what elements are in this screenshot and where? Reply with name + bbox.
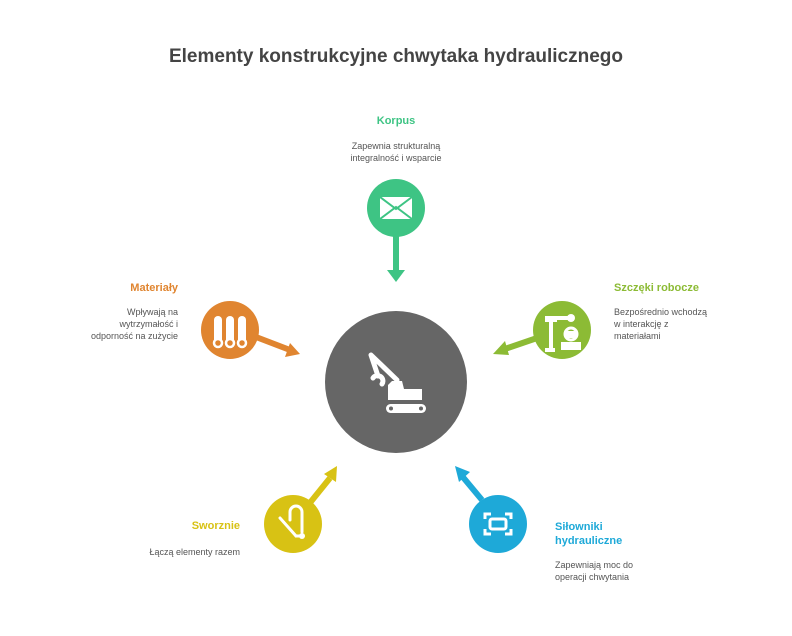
korpus-description-line: integralność i wsparcie — [350, 153, 442, 163]
szczeki-description-line: Bezpośrednio wchodzą — [614, 307, 708, 317]
materialy-description-line: odporność na zużycie — [90, 331, 178, 341]
szczeki-description: Bezpośrednio wchodzą w interakcję z mate… — [614, 306, 754, 342]
diagram-title: Elementy konstrukcyjne chwytaka hydrauli… — [168, 46, 624, 67]
robot-arm-icon — [545, 314, 581, 352]
szczeki-circle — [533, 301, 591, 359]
szczeki-description-line: materiałami — [614, 331, 661, 341]
silowniki-arrowhead — [455, 466, 470, 482]
silowniki-label-line: hydrauliczne — [555, 535, 623, 547]
szczeki-arrow-line — [501, 334, 541, 353]
node-sworznie — [264, 466, 337, 553]
materialy-arrow-line — [254, 334, 292, 353]
sworznie-description: Łączą elementy razem — [80, 546, 240, 558]
korpus-description-line: Zapewnia strukturalną — [351, 141, 441, 151]
sworznie-arrowhead — [324, 466, 337, 482]
sworznie-description-line: Łączą elementy razem — [149, 547, 240, 557]
sworznie-circle — [264, 495, 322, 553]
safety-pin-icon — [278, 504, 305, 539]
node-korpus — [367, 179, 425, 282]
node-materialy — [201, 301, 300, 359]
silowniki-label: Siłowniki hydrauliczne — [555, 520, 622, 548]
sworznie-label: Sworznie — [191, 520, 240, 532]
korpus-label: Korpus — [376, 115, 416, 127]
envelope-icon — [379, 196, 413, 220]
silowniki-description-line: operacji chwytania — [555, 572, 630, 582]
node-silowniki — [455, 466, 527, 553]
silowniki-description: Zapewniają moc do operacji chwytania — [555, 559, 695, 583]
silowniki-label-line: Siłowniki — [555, 521, 603, 533]
sworznie-arrow-line — [306, 476, 333, 506]
szczeki-description-line: w interakcję z — [614, 319, 669, 329]
materialy-description-line: wytrzymałość i — [119, 319, 178, 329]
silowniki-circle — [469, 495, 527, 553]
materialy-arrowhead — [285, 343, 300, 357]
korpus-description: Zapewnia strukturalną integralność i wsp… — [296, 140, 496, 164]
frame-icon — [483, 512, 513, 536]
korpus-arrowhead — [387, 270, 405, 282]
silowniki-arrow-line — [459, 474, 485, 502]
silowniki-description-line: Zapewniają moc do — [555, 560, 634, 570]
szczeki-arrowhead — [493, 341, 509, 355]
materialy-description: Wpływają na wytrzymałość i odporność na … — [38, 306, 178, 342]
szczeki-label: Szczęki robocze — [614, 282, 699, 294]
materialy-description-line: Wpływają na — [126, 307, 178, 317]
center-node — [325, 311, 467, 453]
excavator-icon — [368, 352, 426, 413]
node-szczeki — [493, 301, 591, 359]
materialy-label: Materiały — [130, 282, 178, 294]
rollers-icon — [212, 316, 248, 349]
